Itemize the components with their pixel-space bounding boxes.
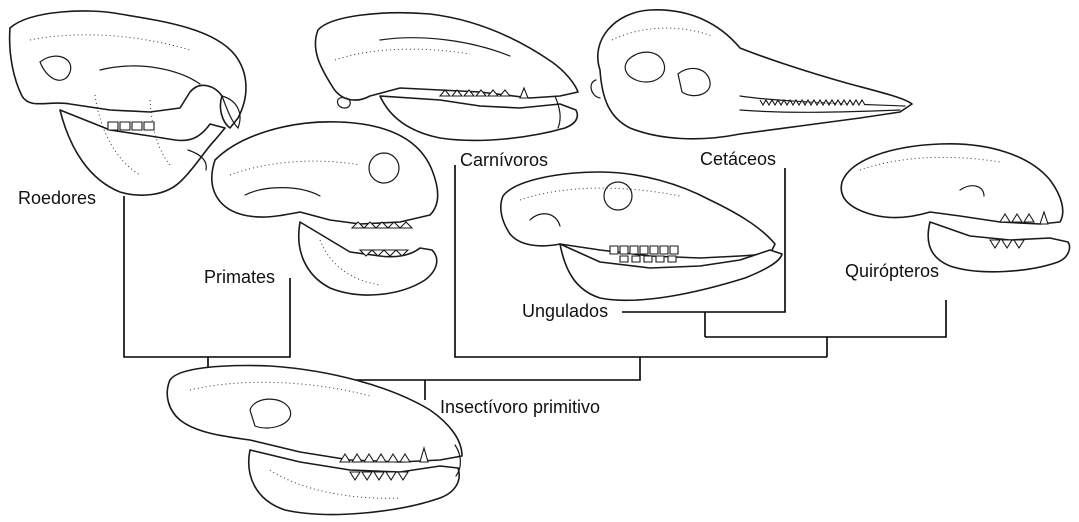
branch-quiropteros-vertical	[827, 300, 946, 337]
branch-quiropteros	[705, 337, 827, 357]
roedores-skull-drawing	[10, 11, 246, 195]
label-quiropteros: Quirópteros	[845, 262, 939, 280]
label-primates: Primates	[204, 268, 275, 286]
label-carnivoros: Carnívoros	[460, 151, 548, 169]
label-insectivoro-primitivo: Insectívoro primitivo	[440, 398, 600, 416]
ungulados-skull-drawing	[501, 172, 782, 300]
label-cetaceos: Cetáceos	[700, 150, 776, 168]
quiropteros-skull-drawing	[841, 144, 1069, 272]
label-roedores: Roedores	[18, 189, 96, 207]
branch-roedores	[124, 196, 208, 357]
carnivoros-skull-drawing	[315, 13, 578, 141]
branch-primates	[208, 278, 290, 357]
insectivoro-skull-drawing	[167, 366, 462, 515]
cetaceos-skull-drawing	[591, 10, 912, 139]
label-ungulados: Ungulados	[522, 302, 608, 320]
